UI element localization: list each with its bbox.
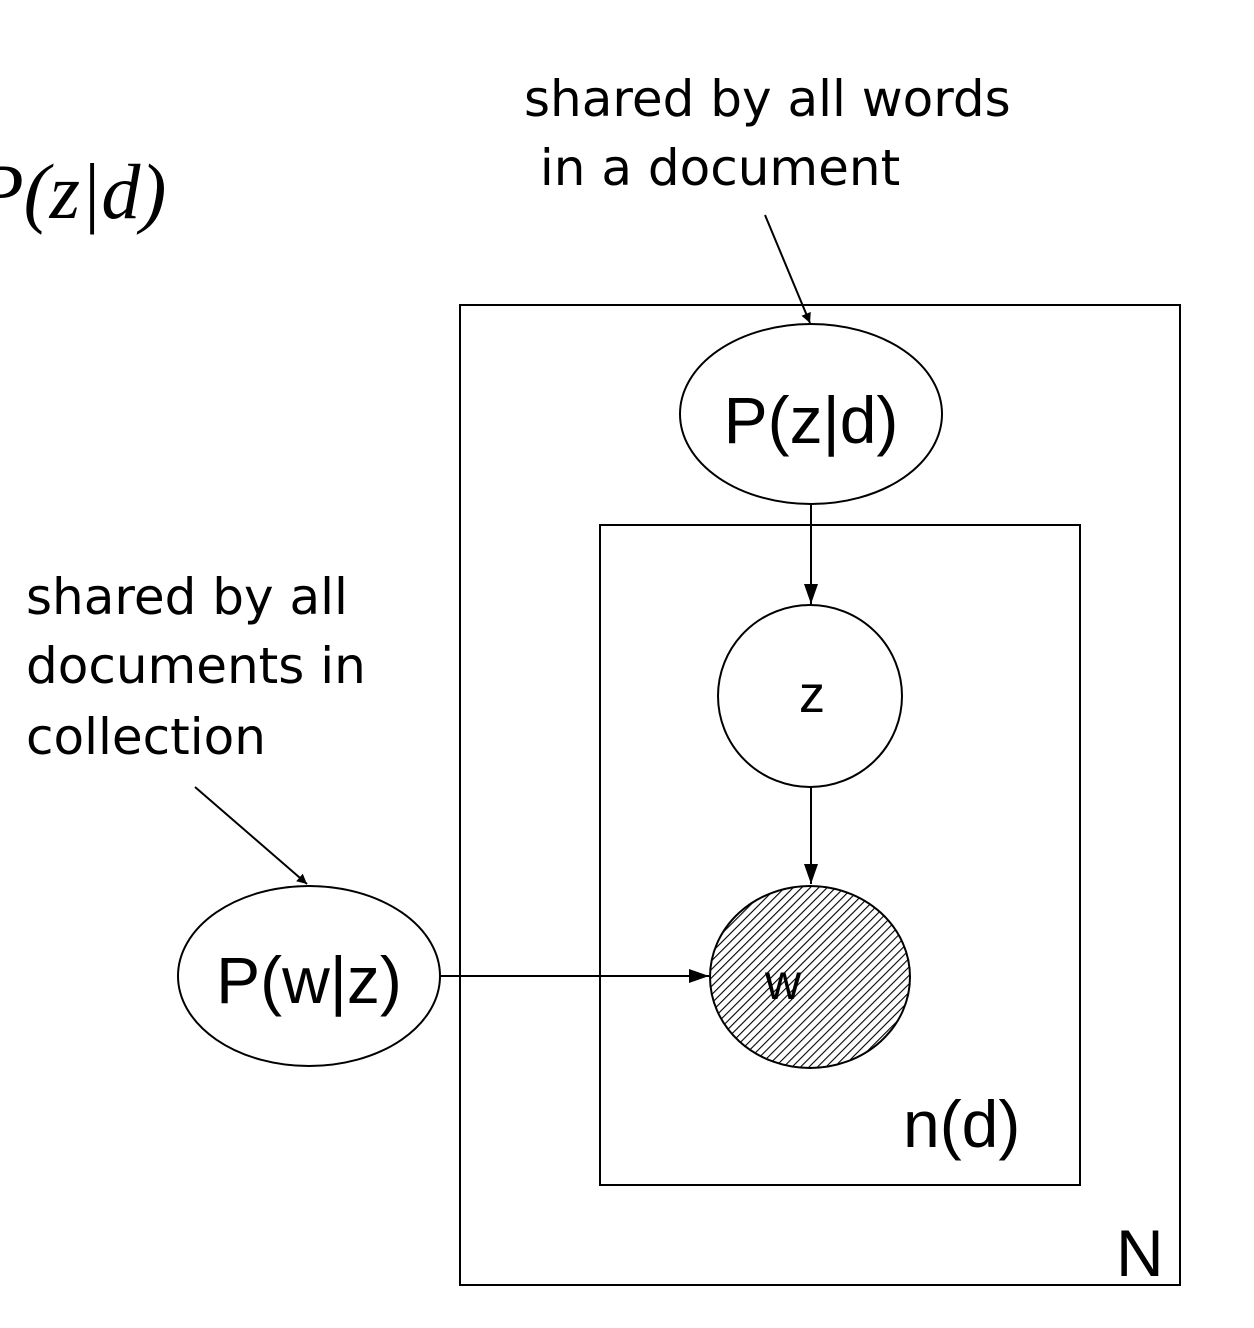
node-z — [717, 604, 903, 788]
node-pzd — [679, 323, 943, 505]
annotation-left-line3: collection — [26, 708, 266, 766]
annotation-left-line1: shared by all — [26, 568, 348, 626]
node-pzd-label: P(z|d) — [724, 383, 899, 457]
annotation-left-arrow — [194, 786, 308, 885]
node-w — [709, 885, 911, 1069]
annotation-top-line1: shared by all words — [524, 70, 1011, 128]
annotation-top-line2: in a document — [524, 139, 900, 197]
annotation-top-arrow — [764, 214, 811, 324]
plate-outer — [459, 304, 1181, 1286]
node-w-label: w — [764, 954, 802, 1010]
node-z-label: z — [799, 666, 825, 724]
node-pwz — [177, 885, 441, 1067]
formula-pzd: P(z|d) — [0, 148, 166, 235]
plate-inner-label: n(d) — [903, 1087, 1020, 1161]
plate-outer-label: N — [1116, 1216, 1164, 1290]
node-pwz-label: P(w|z) — [216, 943, 402, 1017]
plate-inner — [599, 524, 1081, 1186]
annotation-left-line2: documents in — [26, 637, 366, 695]
